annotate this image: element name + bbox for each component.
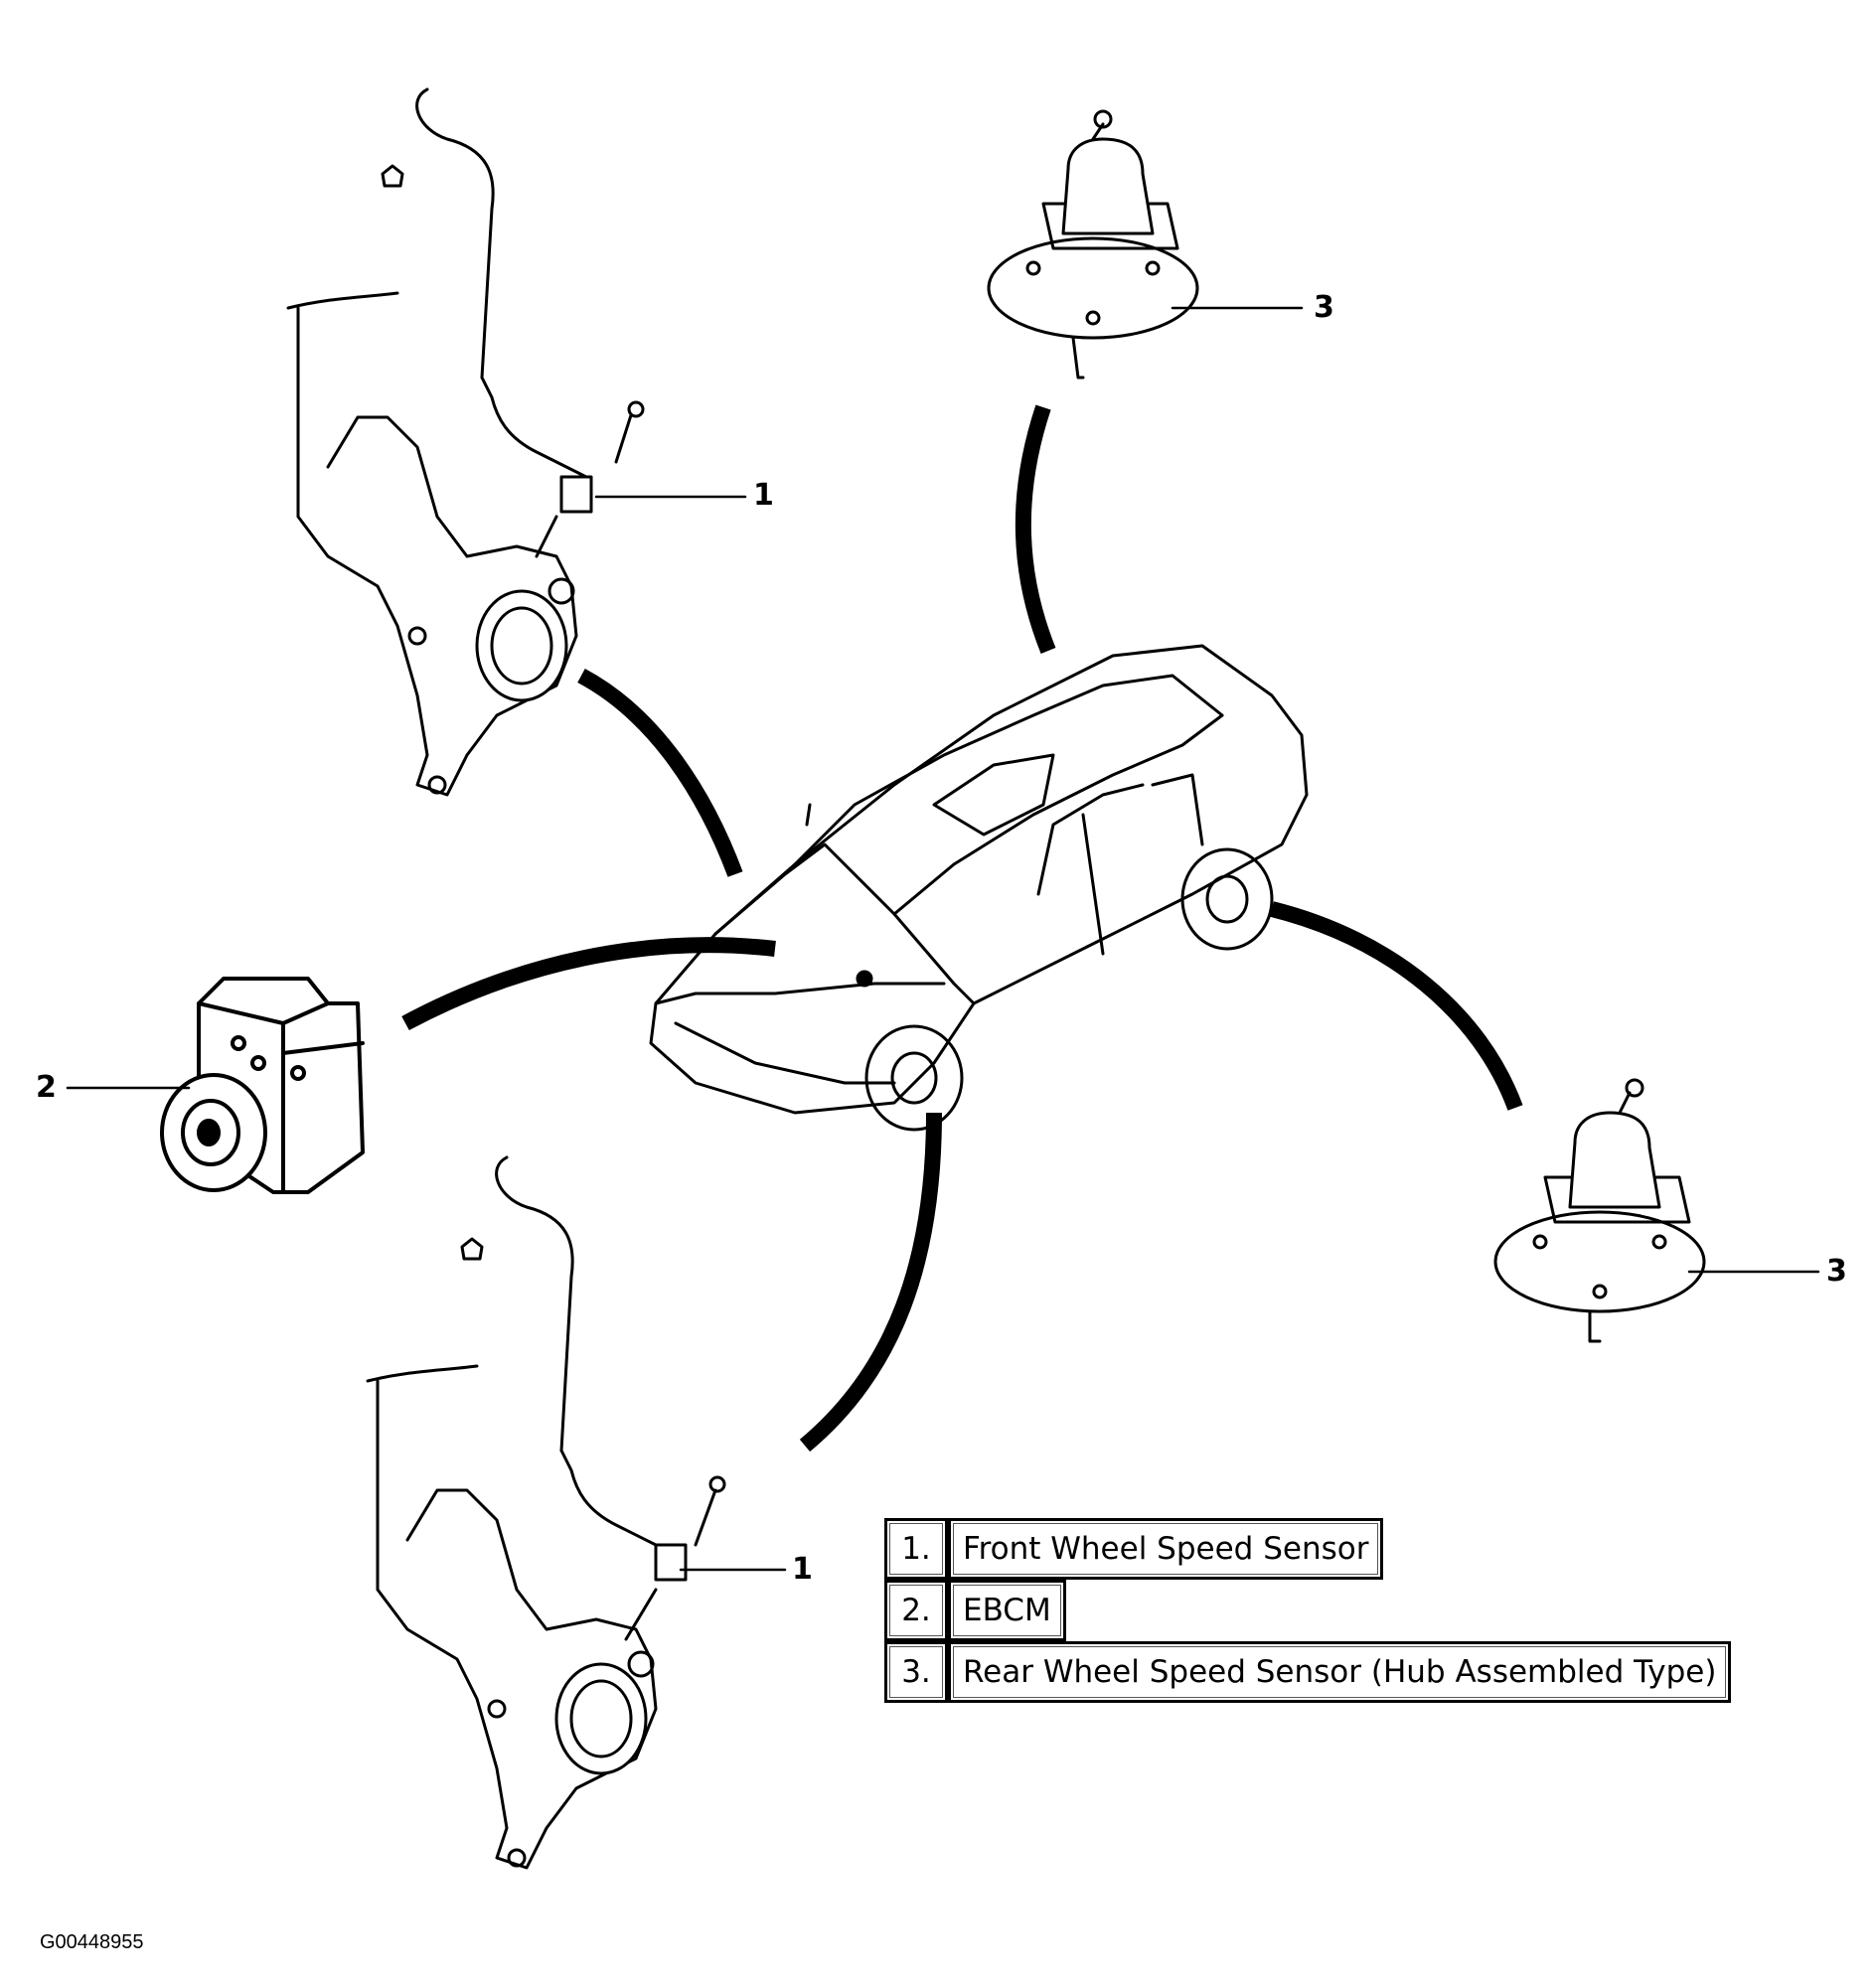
- front-wheel: [864, 1024, 964, 1132]
- legend-number: 2.: [884, 1580, 948, 1641]
- arc-front-upper: [577, 668, 743, 877]
- rear-hub-upper: [987, 109, 1199, 380]
- arc-rear-lower: [1270, 901, 1523, 1111]
- front-left-knuckle: [286, 87, 645, 797]
- callout-ebcm: 2: [36, 1070, 57, 1105]
- callout-rear-sensor-lower: 3: [1826, 1254, 1847, 1289]
- legend-label: Rear Wheel Speed Sensor (Hub Assembled T…: [948, 1641, 1732, 1703]
- front-right-knuckle: [366, 1155, 726, 1870]
- vehicle-sedan: [649, 644, 1309, 1132]
- callout-front-sensor-upper: 1: [753, 478, 774, 513]
- ebcm-unit: [160, 977, 365, 1194]
- arc-ebcm: [401, 937, 776, 1031]
- leader-lines: [66, 306, 1820, 1572]
- legend-row: 1. Front Wheel Speed Sensor: [884, 1518, 1731, 1580]
- arc-front-lower: [799, 1112, 942, 1452]
- legend-row: 2. EBCM: [884, 1580, 1731, 1641]
- arc-rear-upper: [1015, 404, 1056, 654]
- legend-label: Front Wheel Speed Sensor: [948, 1518, 1384, 1580]
- connector-arcs: [401, 404, 1523, 1452]
- callout-front-sensor-lower: 1: [792, 1552, 813, 1587]
- legend-label: EBCM: [948, 1580, 1066, 1641]
- callout-rear-sensor-upper: 3: [1314, 290, 1334, 325]
- legend-table: 1. Front Wheel Speed Sensor 2. EBCM 3. R…: [884, 1518, 1732, 1703]
- figure-id: G00448955: [40, 1931, 144, 1953]
- legend-row: 3. Rear Wheel Speed Sensor (Hub Assemble…: [884, 1641, 1732, 1703]
- legend-number: 1.: [884, 1518, 948, 1580]
- rear-wheel: [1180, 847, 1274, 951]
- legend-number: 3.: [884, 1641, 948, 1703]
- rear-hub-lower: [1493, 1078, 1706, 1343]
